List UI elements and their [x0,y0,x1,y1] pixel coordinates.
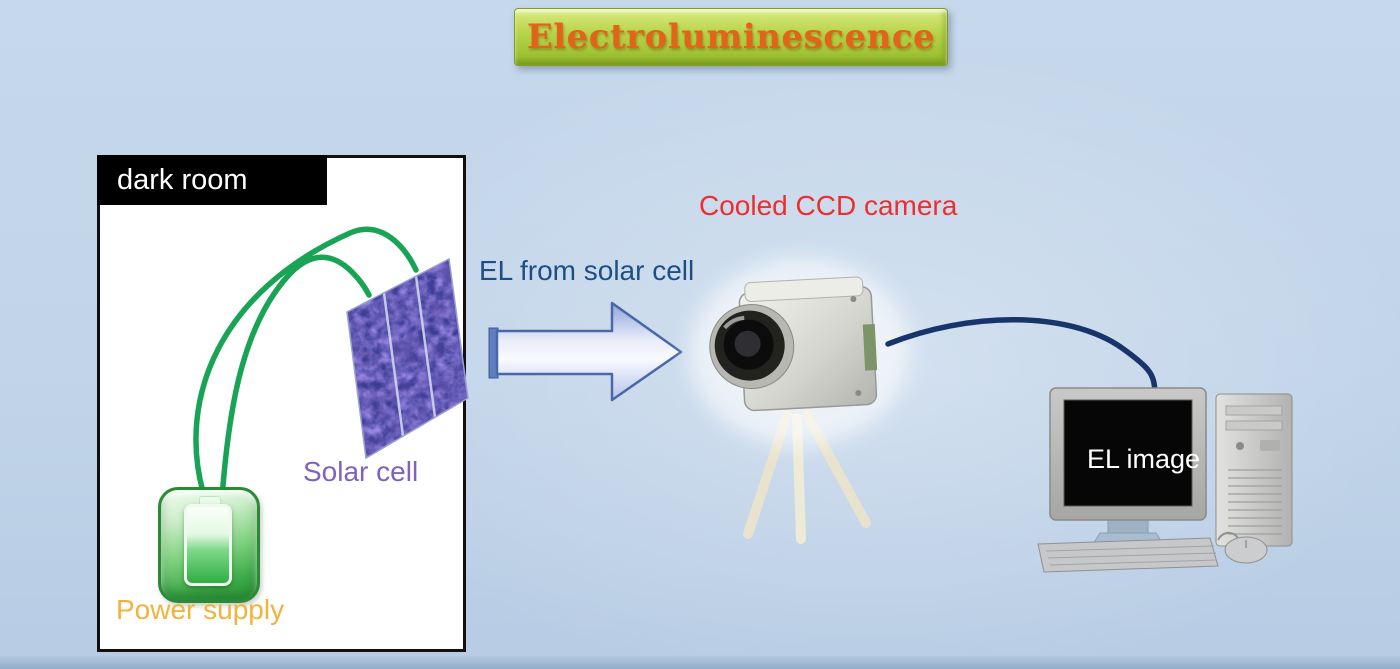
power-supply-label: Power supply [116,594,285,625]
power-wires [193,226,419,501]
power-supply-icon [158,487,260,603]
bottom-edge-strip [0,656,1400,669]
solar-cell-texture-dark [347,259,468,458]
ccd-camera [690,257,911,447]
cooled-ccd-camera-label: Cooled CCD camera [699,190,958,221]
wire-right [219,254,372,501]
dark-room-label: dark room [97,155,327,205]
solar-cell-panel [346,257,469,460]
dark-room-label-text: dark room [117,163,248,196]
title-banner: Electroluminescence [514,8,948,66]
camera-screw-bottom [855,390,862,397]
keyboard [1037,537,1219,573]
solar-cell-grid-lines [382,275,437,437]
mouse [1217,532,1268,564]
wire-left [193,226,419,495]
camera-pcb-edge [862,324,878,371]
camera-top-plate [744,276,864,302]
monitor-screen [1063,399,1193,507]
desktop-computer [1037,387,1293,573]
flow-arrow-shape [495,301,683,402]
el-from-solar-cell-label: EL from solar cell [479,255,695,286]
solar-cell-outline [346,257,469,460]
camera-lens [709,304,795,390]
camera-screw-top [850,296,857,303]
flow-arrow [488,301,683,402]
solar-cell-label: Solar cell [303,456,419,487]
camera-computer-cable [885,317,1158,395]
monitor [1049,387,1207,521]
page-title: Electroluminescence [526,17,936,57]
computer-tower [1215,393,1293,547]
battery-icon [184,504,232,586]
el-image-screen-label: EL image [1087,444,1201,474]
